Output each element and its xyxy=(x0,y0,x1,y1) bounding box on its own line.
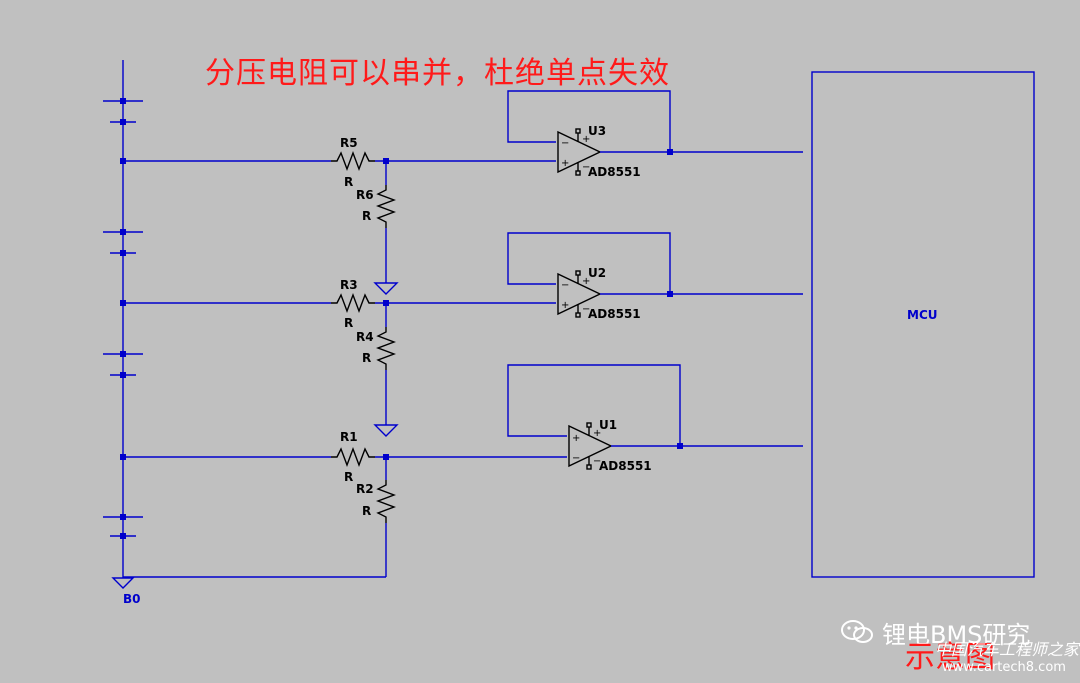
resistor-label: R6 xyxy=(356,188,374,202)
feedback-loop-u2 xyxy=(507,232,671,294)
resistor-value: R xyxy=(362,351,371,365)
resistor-value: R xyxy=(362,504,371,518)
resistor-r2 xyxy=(376,480,396,523)
resistor-value: R xyxy=(344,470,353,484)
pin-mark: + xyxy=(572,433,580,444)
junction-dots xyxy=(120,98,683,539)
opamp-label: U1 xyxy=(599,418,617,432)
resistor-label: R1 xyxy=(340,430,358,444)
resistor-value: R xyxy=(344,316,353,330)
feedback-loop-u3 xyxy=(507,90,671,152)
resistor-r3 xyxy=(331,293,375,313)
diagram-headline: 分压电阻可以串并，杜绝单点失效 xyxy=(205,56,670,91)
watermark-site-name: 中国汽车工程师之家 xyxy=(935,640,1080,659)
brand-name: 锂电BMS研究 xyxy=(882,620,1031,649)
pin-mark: + xyxy=(561,158,569,169)
resistor-r4 xyxy=(376,327,396,370)
ground-symbol xyxy=(373,282,399,295)
resistor-label: R2 xyxy=(356,482,374,496)
pin-mark: − xyxy=(593,456,601,467)
brand-badge: 锂电BMS研究 xyxy=(840,612,1030,652)
pin-mark: + xyxy=(582,134,590,145)
wechat-icon xyxy=(841,620,873,643)
watermark-url: www.cartech8.com xyxy=(942,660,1066,675)
resistor-label: R5 xyxy=(340,136,358,150)
diagram-caption: 示意图 xyxy=(905,640,995,675)
ground-symbol xyxy=(373,424,399,437)
pin-mark: − xyxy=(582,162,590,173)
opamp-part: AD8551 xyxy=(599,459,652,473)
opamp-label: U2 xyxy=(588,266,606,280)
resistor-r5 xyxy=(331,151,375,171)
opamp-u1 xyxy=(568,424,613,468)
pin-mark: − xyxy=(561,280,569,291)
stack-ground-symbol xyxy=(111,577,135,589)
opamp-label: U3 xyxy=(588,124,606,138)
resistor-r6 xyxy=(376,185,396,228)
pin-mark: + xyxy=(582,276,590,287)
pin-mark: + xyxy=(593,428,601,439)
resistor-r1 xyxy=(331,447,375,467)
pin-mark: + xyxy=(561,300,569,311)
opamp-part: AD8551 xyxy=(588,165,641,179)
feedback-loop-u1 xyxy=(507,364,681,446)
opamp-u3 xyxy=(557,130,602,174)
resistor-label: R3 xyxy=(340,278,358,292)
opamp-u2 xyxy=(557,272,602,316)
resistor-value: R xyxy=(362,209,371,223)
ground-net-label: B0 xyxy=(123,592,141,606)
resistor-value: R xyxy=(344,175,353,189)
pin-mark: − xyxy=(561,138,569,149)
mcu-label: MCU xyxy=(907,308,938,322)
pin-mark: − xyxy=(572,453,580,464)
pin-mark: − xyxy=(582,304,590,315)
opamp-part: AD8551 xyxy=(588,307,641,321)
resistor-label: R4 xyxy=(356,330,374,344)
mcu-block xyxy=(811,71,1035,578)
